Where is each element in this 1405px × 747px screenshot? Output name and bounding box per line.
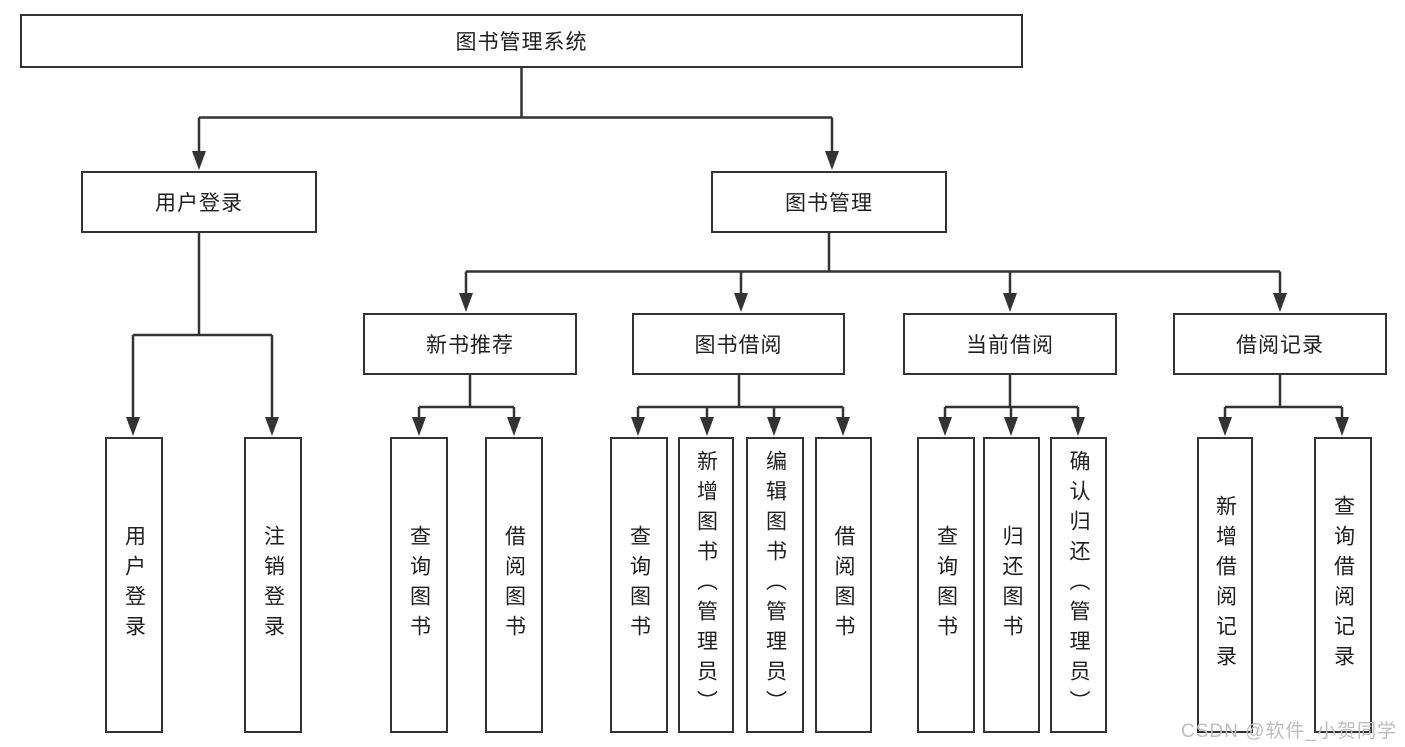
node-label: 用户登录	[155, 192, 243, 215]
node-label: 图书管理	[785, 192, 873, 215]
leaf-query-books-current: 查询图书	[917, 437, 975, 733]
leaf-label: 查询图书	[627, 525, 651, 645]
leaf-label: 编辑图书（管理员）	[763, 450, 787, 720]
leaf-add-borrow-record: 新增借阅记录	[1197, 437, 1253, 733]
leaf-return-books: 归还图书	[983, 437, 1040, 733]
leaf-query-borrow-record: 查询借阅记录	[1314, 437, 1372, 733]
node-user-login-branch: 用户登录	[81, 171, 317, 233]
leaf-query-books-recommend: 查询图书	[390, 437, 448, 733]
leaf-label: 注销登录	[261, 525, 285, 645]
leaf-label: 确认归还（管理员）	[1067, 450, 1090, 720]
leaf-label: 查询图书	[934, 525, 958, 645]
node-current-borrowing: 当前借阅	[903, 313, 1117, 375]
node-label: 当前借阅	[966, 334, 1054, 357]
node-borrow-records: 借阅记录	[1173, 313, 1387, 375]
node-root-system: 图书管理系统	[20, 14, 1023, 68]
leaf-borrow-books-recommend: 借阅图书	[485, 437, 543, 733]
leaf-label: 新增借阅记录	[1213, 495, 1237, 675]
node-label: 图书借阅	[694, 334, 783, 357]
leaf-label: 查询图书	[407, 525, 431, 645]
leaf-label: 新增图书（管理员）	[694, 450, 718, 720]
leaf-label: 借阅图书	[502, 525, 526, 645]
node-new-book-recommend: 新书推荐	[363, 313, 577, 375]
leaf-label: 查询借阅记录	[1331, 495, 1355, 675]
node-book-borrowing: 图书借阅	[632, 313, 845, 375]
node-label: 新书推荐	[426, 334, 514, 357]
leaf-borrow-books: 借阅图书	[815, 437, 872, 733]
leaf-edit-books-admin: 编辑图书（管理员）	[746, 437, 804, 733]
leaf-query-books-borrowing: 查询图书	[610, 437, 668, 733]
leaf-user-login: 用户登录	[105, 437, 163, 733]
node-book-management-branch: 图书管理	[711, 171, 947, 233]
leaf-add-books-admin: 新增图书（管理员）	[678, 437, 734, 733]
leaf-confirm-return-admin: 确认归还（管理员）	[1050, 437, 1107, 733]
leaf-label: 用户登录	[122, 525, 146, 645]
leaf-logout: 注销登录	[244, 437, 302, 733]
leaf-label: 借阅图书	[832, 525, 855, 645]
leaf-label: 归还图书	[1000, 525, 1023, 645]
node-label: 图书管理系统	[455, 31, 588, 54]
node-label: 借阅记录	[1236, 334, 1324, 357]
arrowhead-icons	[126, 151, 1349, 436]
csdn-watermark: CSDN @软件_小贺同学	[1181, 721, 1397, 742]
